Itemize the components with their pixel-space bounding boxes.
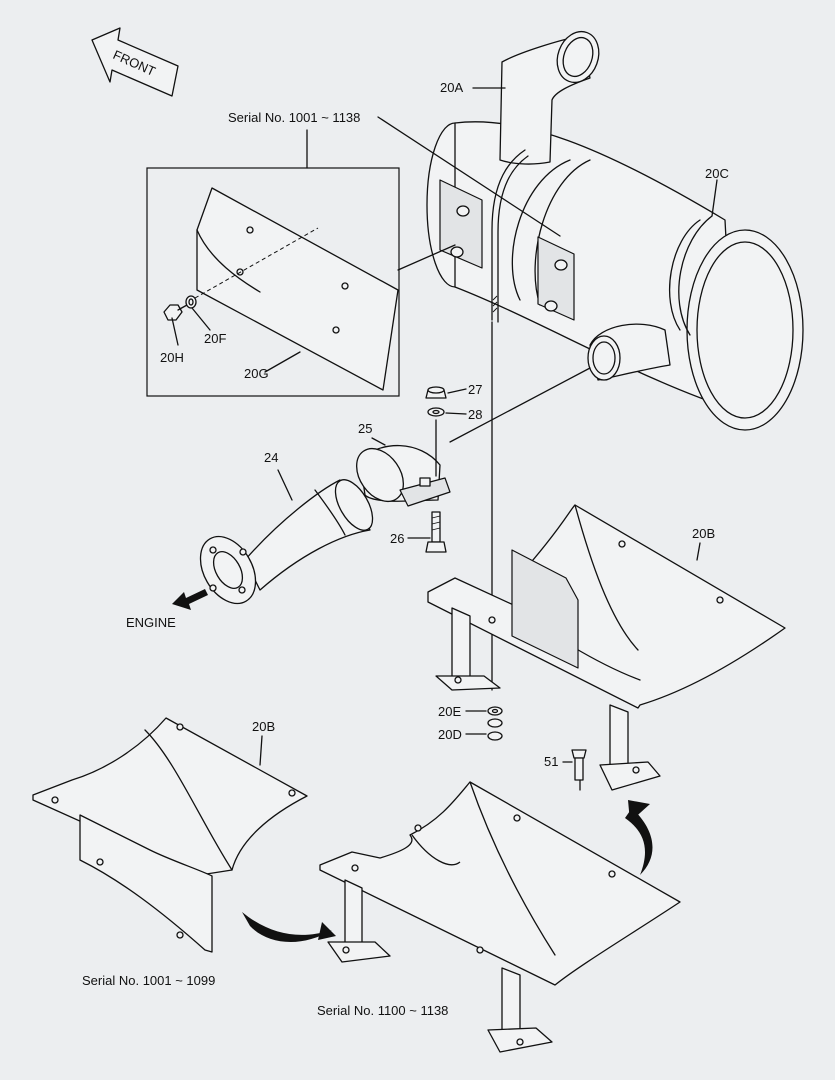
washer-20e [487,706,503,716]
serial-inset: Serial No. 1001 ~ 1138 [228,110,360,125]
muffler-body [426,121,804,431]
bolt-26 [425,511,447,553]
engine-label: ENGINE [126,615,176,630]
callout-51: 51 [544,754,558,769]
callout-20d: 20D [438,727,462,742]
callout-20b-upper: 20B [692,526,715,541]
bracket-20b-upper [427,504,786,791]
callout-20h: 20H [160,350,184,365]
callout-20a: 20A [440,80,463,95]
nut-20d [487,718,503,741]
bolt-51 [571,749,587,781]
callout-20c: 20C [705,166,729,181]
callout-20f: 20F [204,331,226,346]
nut-27 [425,386,447,399]
engine-arrow-icon [172,589,208,610]
exhaust-pipe-24 [199,479,374,605]
u-bolt [491,149,526,321]
callout-20g: 20G [244,366,269,381]
tail-pipe-20a [499,30,600,165]
serial-new-bracket: Serial No. 1100 ~ 1138 [317,1003,448,1018]
callout-28: 28 [468,407,482,422]
clamp-25 [356,444,451,507]
callout-27: 27 [468,382,482,397]
front-arrow-icon: FRONT [91,27,179,97]
bracket-20b-lower-right [319,781,681,1053]
callout-25: 25 [358,421,372,436]
bracket-20b-lower-left [32,717,308,953]
washer-28 [427,407,445,417]
transition-arrow-left-icon [242,912,336,942]
callout-26: 26 [390,531,404,546]
callout-20e: 20E [438,704,461,719]
inset-box [146,129,456,397]
transition-arrow-right-icon [625,800,653,875]
callout-24: 24 [264,450,278,465]
serial-old-bracket: Serial No. 1001 ~ 1099 [82,973,215,988]
callout-20b-lower: 20B [252,719,275,734]
